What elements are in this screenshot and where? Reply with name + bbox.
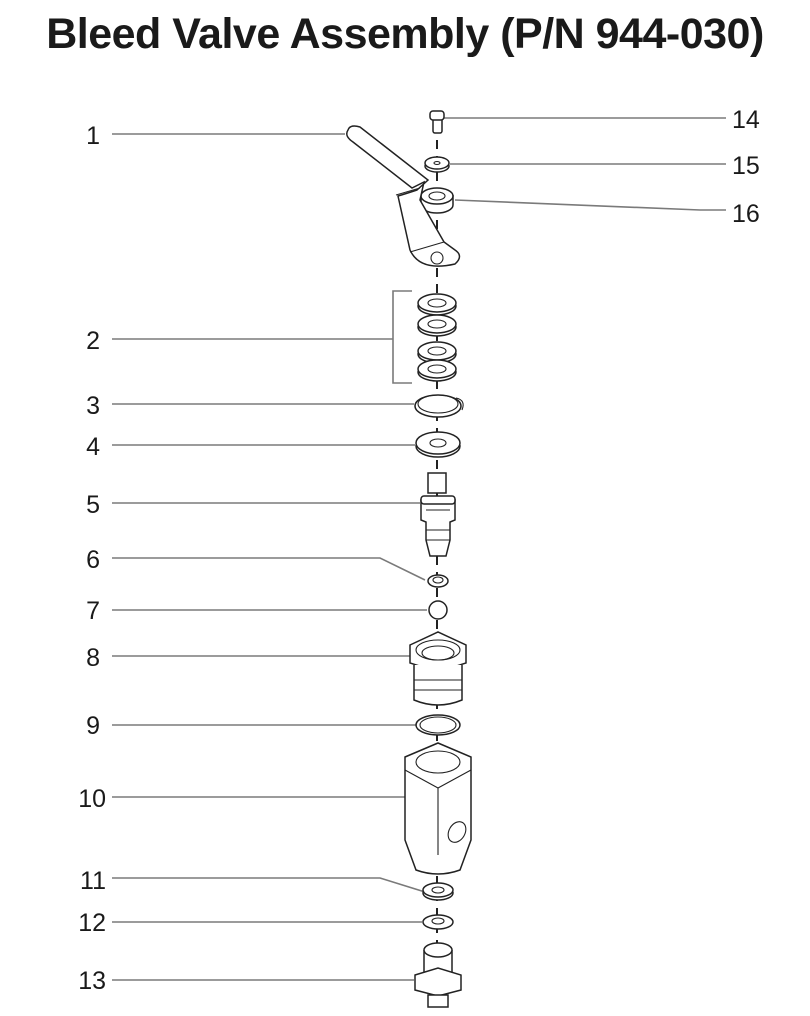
part-15-washer [424, 156, 450, 173]
part-6-seal [427, 574, 449, 588]
leader-lines [112, 117, 726, 981]
callout-14: 14 [732, 106, 760, 134]
callout-6: 6 [86, 546, 100, 574]
callout-10: 10 [78, 785, 106, 813]
callout-2: 2 [86, 327, 100, 355]
callout-4: 4 [86, 433, 100, 461]
callout-5: 5 [86, 491, 100, 519]
part-9-o-ring [415, 714, 461, 736]
part-10-valve-body [404, 742, 472, 875]
callout-9: 9 [86, 712, 100, 740]
callout-12: 12 [78, 909, 106, 937]
part-4-washer [415, 431, 461, 458]
callout-3: 3 [86, 392, 100, 420]
callout-1: 1 [86, 122, 100, 150]
part-11-seal [422, 882, 454, 901]
callout-15: 15 [732, 152, 760, 180]
diagram-title: Bleed Valve Assembly (P/N 944-030) [46, 10, 764, 58]
part-7-ball [428, 600, 448, 620]
callout-8: 8 [86, 644, 100, 672]
part-13-fitting [414, 942, 462, 1008]
part-1-handle [346, 125, 461, 267]
callout-7: 7 [86, 597, 100, 625]
part-8-seat-housing [409, 631, 467, 706]
part-16-spacer [420, 187, 454, 214]
part-2-belleville-washers [417, 293, 457, 382]
part-3-retaining-ring [414, 394, 464, 418]
callout-13: 13 [78, 967, 106, 995]
part-14-screw [429, 110, 445, 134]
callout-16: 16 [732, 200, 760, 228]
callout-11: 11 [80, 867, 106, 895]
callout-labels: 1 2 3 4 5 6 7 8 9 10 11 12 13 14 15 16 [78, 106, 760, 995]
part-12-washer [422, 914, 454, 930]
part-5-valve-stem [420, 472, 456, 557]
